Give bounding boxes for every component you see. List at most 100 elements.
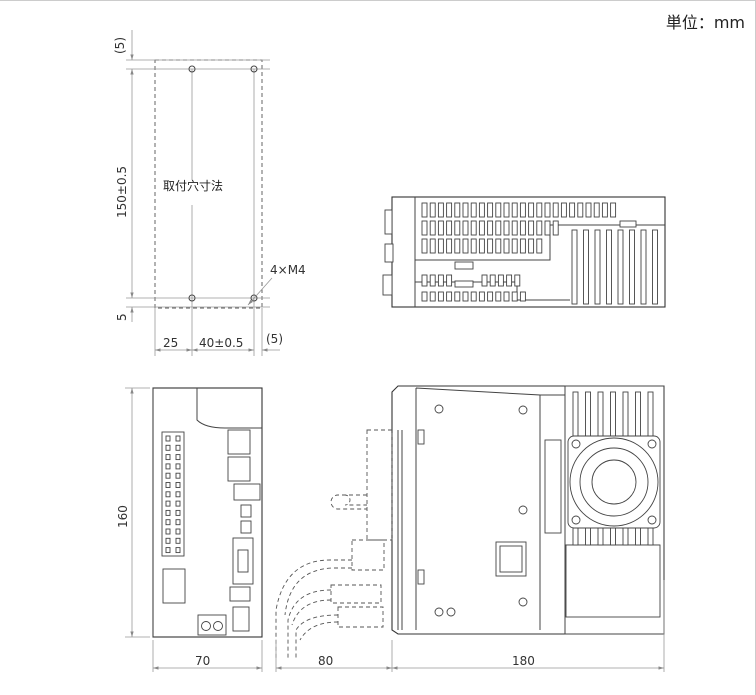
vent-slot bbox=[437, 238, 444, 254]
heatsink-fin bbox=[572, 391, 579, 437]
vent-slot bbox=[528, 202, 535, 218]
vent-slot bbox=[610, 202, 617, 218]
vent-slot bbox=[495, 238, 502, 254]
connector-pin bbox=[175, 528, 181, 535]
heatsink-fin bbox=[617, 229, 624, 305]
vent-slot bbox=[429, 238, 436, 254]
vent-slot bbox=[446, 202, 453, 218]
vent-slot bbox=[446, 291, 453, 302]
connector-pin bbox=[175, 482, 181, 488]
heatsink-fin bbox=[610, 391, 616, 437]
connector-pin bbox=[175, 519, 181, 526]
vent-slot bbox=[593, 202, 600, 218]
vent-slot bbox=[511, 202, 518, 218]
vent-slot bbox=[528, 220, 535, 236]
vent-slot bbox=[552, 202, 559, 218]
vent-slot bbox=[519, 220, 526, 236]
vent-slot bbox=[437, 274, 444, 287]
vent-slot bbox=[437, 202, 444, 218]
vent-slot bbox=[429, 274, 436, 287]
vent-slot bbox=[519, 202, 526, 218]
vent-slot bbox=[495, 202, 502, 218]
heatsink-fin bbox=[622, 527, 629, 546]
heatsink-fin bbox=[652, 229, 658, 305]
dim-top-clearance: (5) bbox=[113, 37, 127, 54]
heatsink-fin bbox=[583, 229, 589, 305]
vent-slot bbox=[462, 238, 469, 254]
connector-pin bbox=[175, 454, 181, 461]
heatsink-fin bbox=[606, 229, 612, 305]
vent-slot bbox=[503, 202, 510, 218]
heatsink-fins bbox=[571, 229, 658, 305]
vent-slot bbox=[536, 202, 543, 218]
connector-pin bbox=[165, 547, 171, 554]
heatsink-fin bbox=[572, 527, 579, 546]
vent-slot bbox=[560, 202, 567, 218]
connector-pin bbox=[165, 491, 171, 498]
vent-slot bbox=[489, 274, 496, 287]
vent-slot bbox=[544, 202, 551, 218]
connector-pin bbox=[165, 519, 171, 526]
vent-slot bbox=[511, 238, 518, 254]
mounting-hole-diagram: (5) 150±0.5 5 25 40±0.5 (5) 取付穴寸法 4×M4 bbox=[113, 30, 306, 356]
side-view: 80 180 bbox=[275, 385, 665, 672]
heatsink-fin bbox=[629, 229, 635, 305]
vent-slot bbox=[478, 238, 485, 254]
vent-slot bbox=[470, 291, 477, 302]
heatsink-fin bbox=[594, 229, 601, 305]
unit-label: 単位：mm bbox=[666, 13, 745, 32]
vent-slot bbox=[421, 291, 428, 302]
vent-slot bbox=[446, 274, 453, 287]
mounting-label: 取付穴寸法 bbox=[163, 178, 223, 193]
vent-slot bbox=[511, 220, 518, 236]
vent-slot bbox=[569, 202, 576, 218]
vent-slot bbox=[497, 274, 504, 287]
vent-slot bbox=[511, 291, 518, 302]
vent-slot bbox=[454, 202, 461, 218]
network-port bbox=[227, 456, 251, 482]
vent-slot bbox=[519, 238, 526, 254]
connector-pin bbox=[175, 547, 181, 554]
heatsink-fin bbox=[647, 527, 654, 546]
connector-pin bbox=[165, 537, 171, 544]
vent-slot bbox=[462, 220, 469, 236]
heatsink-fin bbox=[640, 229, 647, 305]
connector-pin bbox=[165, 463, 171, 470]
holes-label: 4×M4 bbox=[270, 263, 306, 277]
vent-slot bbox=[552, 220, 559, 236]
vent-slot bbox=[429, 291, 436, 302]
heatsink-fin bbox=[585, 391, 591, 437]
vent-slot bbox=[454, 220, 461, 236]
vent-slot bbox=[585, 202, 592, 218]
heatsink-fin bbox=[647, 391, 654, 437]
vent-slot bbox=[470, 238, 477, 254]
connector-pin bbox=[175, 500, 181, 507]
vent-slot bbox=[503, 291, 510, 302]
vent-slots bbox=[421, 202, 617, 302]
usb-port bbox=[240, 520, 252, 534]
vent-slot bbox=[487, 220, 494, 236]
connector-pin bbox=[175, 435, 181, 442]
mount-hole bbox=[188, 294, 196, 302]
heatsink-fin bbox=[571, 229, 578, 305]
mount-hole bbox=[250, 294, 258, 302]
heatsink-fin bbox=[635, 527, 641, 546]
connector-pin bbox=[165, 528, 171, 535]
dim-left: 25 bbox=[163, 336, 178, 350]
connector-pin bbox=[165, 500, 171, 507]
dim-bottom: 5 bbox=[115, 313, 129, 321]
main-connector bbox=[161, 431, 185, 557]
vent-slot bbox=[481, 274, 488, 287]
dim-pitch: 40±0.5 bbox=[199, 336, 243, 350]
vent-slot bbox=[462, 291, 469, 302]
dim-front-width: 70 bbox=[195, 654, 210, 668]
vent-slot bbox=[528, 238, 535, 254]
connector-pin bbox=[175, 472, 181, 479]
vent-slot bbox=[601, 202, 608, 218]
vent-slot bbox=[421, 220, 428, 236]
vent-slot bbox=[446, 238, 453, 254]
connector-pin bbox=[165, 435, 171, 442]
connector-pin bbox=[165, 482, 171, 488]
mount-hole bbox=[188, 65, 196, 73]
